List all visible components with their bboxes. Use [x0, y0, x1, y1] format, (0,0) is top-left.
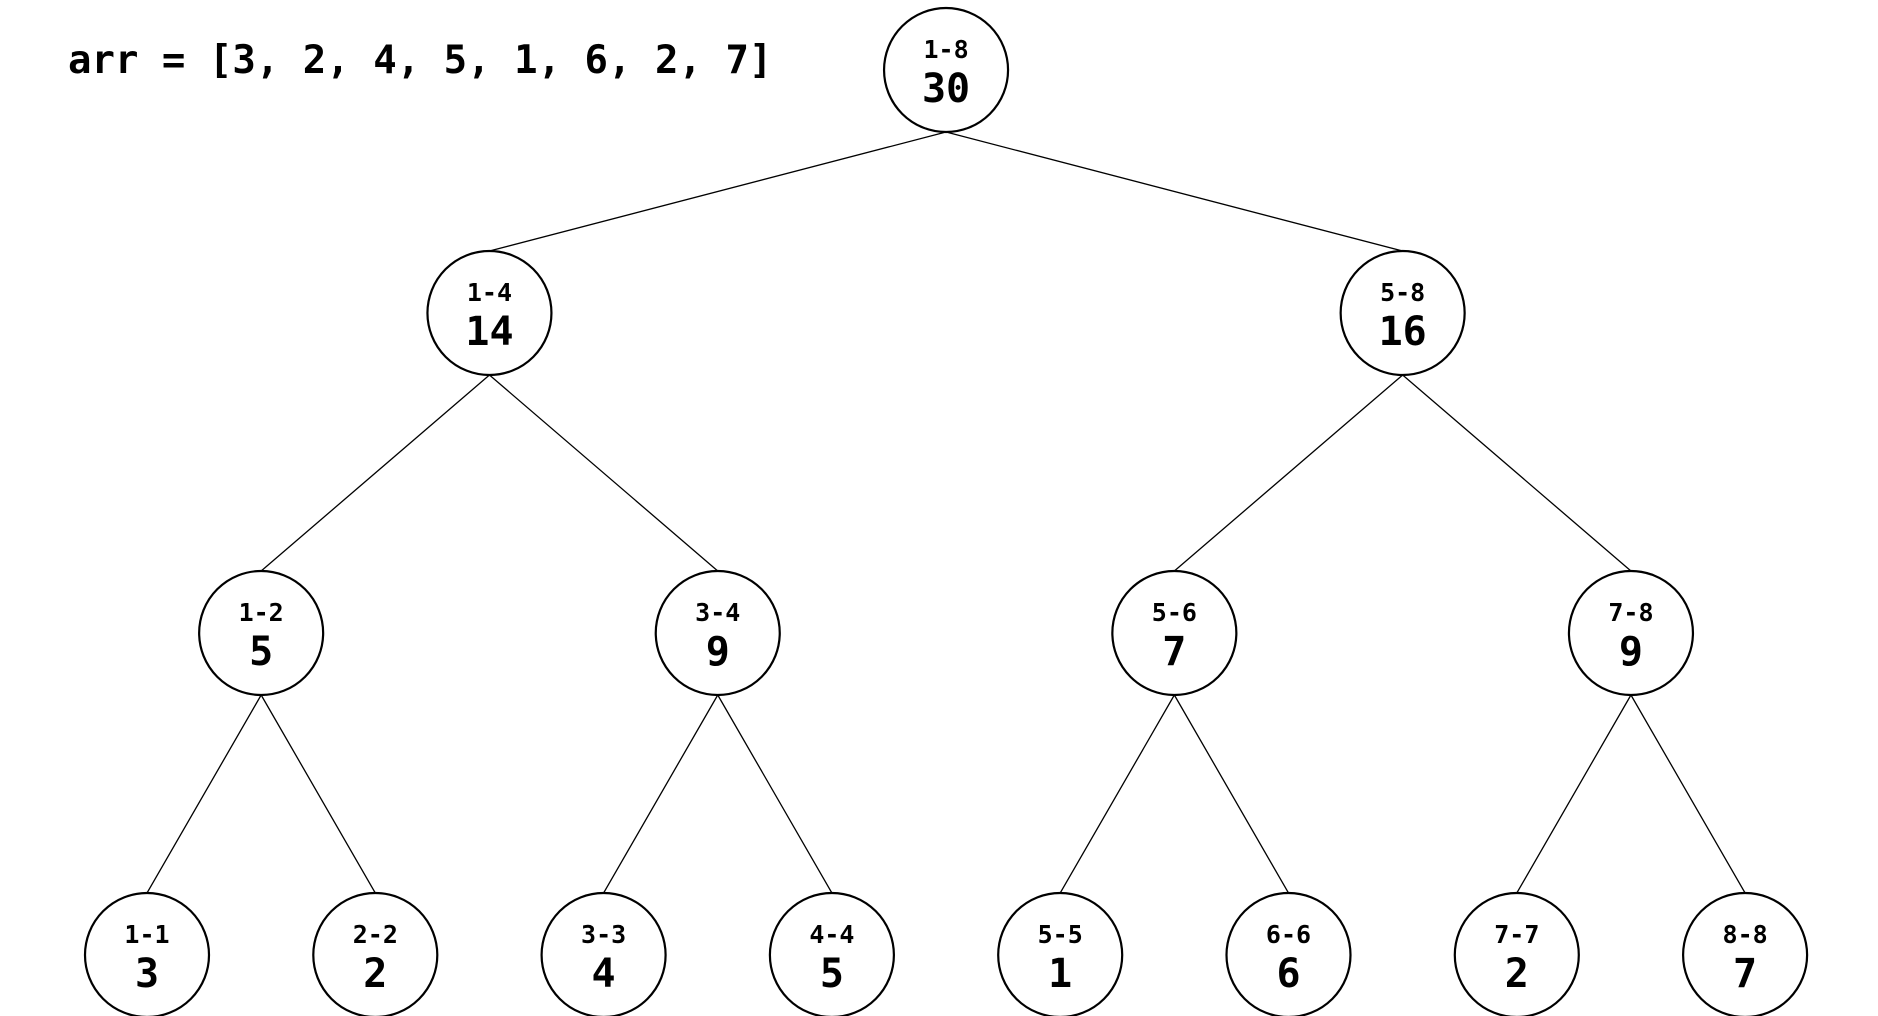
node-range-label: 1-2	[239, 598, 284, 627]
edge-1-4-to-3-4	[489, 374, 719, 572]
tree-node-7-8: 7-89	[1567, 569, 1695, 697]
edge-1-4-to-1-2	[260, 374, 490, 572]
edge-1-2-to-1-1	[146, 694, 262, 894]
node-circle	[1567, 569, 1695, 697]
edge-5-6-to-6-6	[1173, 694, 1290, 894]
tree-node-3-4: 3-49	[654, 569, 781, 697]
node-range-label: 1-4	[467, 278, 512, 307]
tree-edges	[146, 131, 1746, 894]
edge-1-8-to-1-4	[489, 131, 947, 252]
tree-node-4-4: 4-45	[768, 891, 895, 1016]
node-sum-value: 4	[592, 951, 616, 997]
node-sum-value: 16	[1379, 309, 1427, 355]
tree-node-7-7: 7-72	[1453, 891, 1580, 1016]
node-range-label: 5-5	[1038, 920, 1083, 949]
node-range-label: 5-6	[1152, 598, 1197, 627]
node-circle	[882, 6, 1010, 134]
node-range-label: 1-1	[124, 920, 169, 949]
tree-node-1-1: 1-13	[83, 891, 211, 1016]
tree-node-2-2: 2-22	[312, 891, 439, 1016]
node-sum-value: 1	[1048, 951, 1072, 997]
node-sum-value: 6	[1276, 951, 1300, 997]
edge-5-8-to-7-8	[1402, 374, 1632, 572]
node-range-label: 5-8	[1380, 278, 1425, 307]
node-range-label: 4-4	[809, 920, 854, 949]
node-circle	[1111, 569, 1238, 697]
node-range-label: 3-4	[695, 598, 740, 627]
node-range-label: 7-8	[1608, 598, 1653, 627]
tree-node-1-8: 1-830	[882, 6, 1010, 134]
tree-node-5-8: 5-816	[1339, 249, 1466, 377]
edge-1-8-to-5-8	[945, 131, 1403, 252]
node-circle	[768, 891, 895, 1016]
tree-node-3-3: 3-34	[540, 891, 667, 1016]
node-sum-value: 2	[363, 951, 387, 997]
node-sum-value: 3	[135, 951, 159, 997]
node-sum-value: 2	[1505, 951, 1529, 997]
edge-3-4-to-3-3	[603, 694, 719, 894]
edge-7-8-to-8-8	[1630, 694, 1746, 894]
tree-nodes: 1-8301-4145-8161-253-495-677-891-132-223…	[83, 6, 1809, 1016]
node-sum-value: 9	[1619, 629, 1643, 675]
node-circle	[1225, 891, 1352, 1016]
node-circle	[654, 569, 781, 697]
node-circle	[997, 891, 1124, 1016]
node-circle	[1339, 249, 1466, 377]
node-sum-value: 9	[706, 629, 730, 675]
edge-5-8-to-5-6	[1173, 374, 1404, 572]
tree-node-5-5: 5-51	[997, 891, 1124, 1016]
edge-1-2-to-2-2	[260, 694, 376, 894]
edge-3-4-to-4-4	[717, 694, 833, 894]
node-circle	[312, 891, 439, 1016]
node-circle	[1682, 891, 1809, 1016]
node-range-label: 2-2	[353, 920, 398, 949]
node-sum-value: 30	[922, 66, 970, 112]
tree-node-8-8: 8-87	[1682, 891, 1809, 1016]
node-sum-value: 5	[820, 951, 844, 997]
tree-node-1-4: 1-414	[426, 249, 553, 377]
node-circle	[540, 891, 667, 1016]
node-circle	[426, 249, 553, 377]
tree-node-1-2: 1-25	[198, 569, 325, 697]
node-range-label: 8-8	[1723, 920, 1768, 949]
node-circle	[1453, 891, 1580, 1016]
node-range-label: 7-7	[1494, 920, 1539, 949]
edge-5-6-to-5-5	[1059, 694, 1175, 894]
edge-7-8-to-7-7	[1516, 694, 1632, 894]
node-circle	[198, 569, 325, 697]
node-range-label: 6-6	[1266, 920, 1311, 949]
node-sum-value: 5	[249, 629, 273, 675]
node-sum-value: 7	[1733, 951, 1757, 997]
node-circle	[83, 891, 211, 1016]
node-range-label: 3-3	[581, 920, 626, 949]
node-range-label: 1-8	[923, 35, 968, 64]
node-sum-value: 7	[1162, 629, 1186, 675]
node-sum-value: 14	[465, 309, 513, 355]
tree-node-5-6: 5-67	[1111, 569, 1238, 697]
array-label: arr = [3, 2, 4, 5, 1, 6, 2, 7]	[68, 38, 773, 83]
tree-node-6-6: 6-66	[1225, 891, 1352, 1016]
